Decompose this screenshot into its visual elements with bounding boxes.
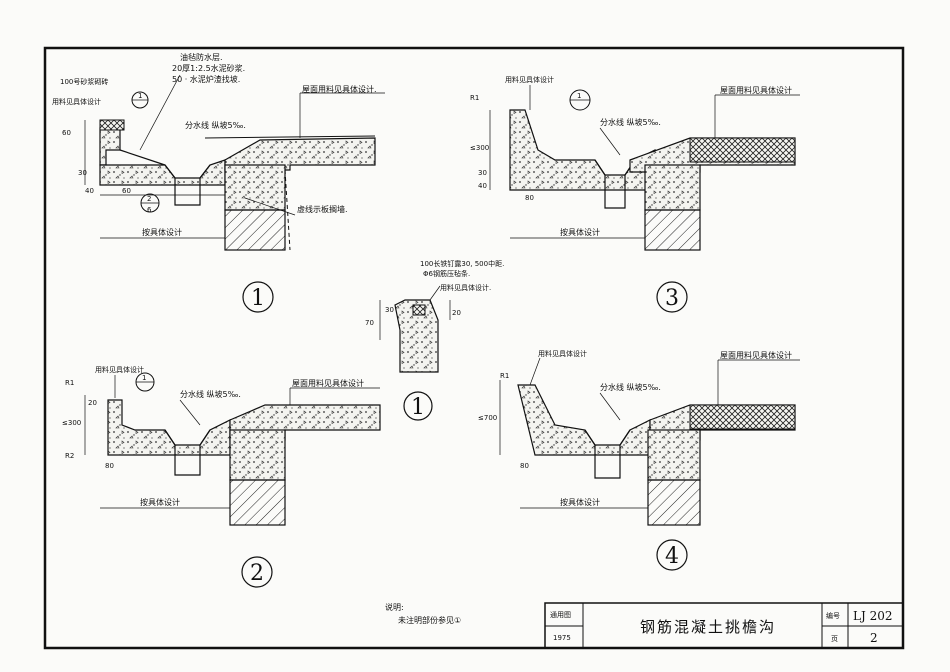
d4-dim-r1: R1 (500, 372, 509, 380)
d1-label-material: 用料见具体设计 (52, 97, 101, 106)
d2-dim-20: 20 (88, 399, 97, 407)
d4-label-material: 用料见具体设计 (538, 349, 587, 358)
d2-dim-r1: R1 (65, 379, 74, 387)
d4-label-roof: 屋面用料见具体设计 (720, 350, 792, 360)
center-dim-70: 70 (365, 319, 374, 327)
d4-label-depth: 按具体设计 (560, 497, 600, 507)
d3-label-roof: 屋面用料见具体设计 (720, 85, 792, 95)
d3-dim-80: 80 (525, 194, 534, 202)
d1-label-depth: 按具体设计 (142, 227, 182, 237)
center-dim-30: 30 (385, 306, 394, 314)
d3-number-circle (656, 281, 688, 313)
d1-layer-3: 50 · 水泥炉渣找坡. (172, 74, 240, 84)
tb-label-general: 通用图 (550, 610, 571, 619)
d1-dim-60: 60 (62, 129, 71, 137)
detail-2: 用料见具体设计 分水线 纵坡5‰. 屋面用料见具体设计 按具体设计 R1 R2 … (62, 365, 381, 588)
tb-label-code: 编号 (826, 611, 840, 620)
d2-number-circle (241, 556, 273, 588)
d1-ref-bottom: 2 (147, 195, 151, 203)
center-label-bar: Φ6钢筋压毡条. (423, 269, 470, 278)
d3-dim-40: 40 (478, 182, 487, 190)
d1-number: 1 (251, 286, 265, 311)
d3-ref: 1 (577, 92, 581, 100)
d1-label-beam: 虚线示板搁墙. (297, 204, 348, 214)
d2-dim-r2: R2 (65, 452, 74, 460)
notes: 说明: 未注明部份参见① (385, 602, 461, 625)
center-number-circle (403, 391, 433, 421)
d1-layer-2: 20厚1:2.5水泥砂浆. (172, 63, 245, 73)
d1-dim-60b: 60 (122, 187, 131, 195)
tb-year: 1975 (553, 634, 571, 642)
tb-title: 钢筋混凝土挑檐沟 (640, 618, 776, 636)
d1-dim-40: 40 (85, 187, 94, 195)
d3-number: 3 (665, 286, 679, 311)
sheet-border (43, 46, 905, 650)
d3-label-material: 用料见具体设计 (505, 75, 554, 84)
notes-heading: 说明: (385, 602, 404, 612)
d4-number-circle (656, 539, 688, 571)
d2-label-roof: 屋面用料见具体设计 (292, 378, 364, 388)
d4-dim-80: 80 (520, 462, 529, 470)
d2-ref: 1 (142, 374, 146, 382)
d1-label-roof: 屋面用料见具体设计. (302, 84, 377, 94)
d1-ref-bottom-sub: 6 (147, 206, 152, 214)
d2-dim-le: ≤300 (62, 419, 81, 427)
d3-dim-r1: R1 (470, 94, 479, 102)
d1-label-sand: 100号砂浆砌砖 (60, 77, 108, 86)
detail-center: 100长铁钉露30, 500中距. Φ6钢筋压毡条. 用料见具体设计. 70 3… (365, 259, 504, 421)
d1-label-slope: 分水线 纵坡5‰. (185, 120, 246, 130)
d2-dim-80: 80 (105, 462, 114, 470)
d1-ref-top: 1 (138, 92, 142, 100)
center-label-material: 用料见具体设计. (440, 283, 491, 292)
d4-label-slope: 分水线 纵坡5‰. (600, 382, 661, 392)
d4-dim-le: ≤700 (478, 414, 497, 422)
center-dim-20: 20 (452, 309, 461, 317)
d3-dim-le: ≤300 (470, 144, 489, 152)
center-number: 1 (411, 395, 425, 420)
d1-layer-1: 油毡防水层. (180, 52, 223, 62)
detail-1: 油毡防水层. 20厚1:2.5水泥砂浆. 50 · 水泥炉渣找坡. 100号砂浆… (52, 52, 385, 313)
d1-number-circle (242, 281, 274, 313)
d4-number: 4 (665, 544, 679, 569)
tb-page: 2 (870, 631, 878, 645)
title-block: 通用图 1975 钢筋混凝土挑檐沟 编号 LJ 202 页 2 (544, 602, 904, 649)
d3-label-depth: 按具体设计 (560, 227, 600, 237)
detail-3: 用料见具体设计 屋面用料见具体设计 分水线 纵坡5‰. 按具体设计 R1 ≤30… (470, 75, 800, 313)
center-label-nail: 100长铁钉露30, 500中距. (420, 259, 504, 268)
d2-label-material: 用料见具体设计 (95, 365, 144, 374)
d3-label-slope: 分水线 纵坡5‰. (600, 117, 661, 127)
d2-number: 2 (250, 561, 264, 586)
tb-code: LJ 202 (853, 609, 893, 623)
d2-label-depth: 按具体设计 (140, 497, 180, 507)
d2-label-slope: 分水线 纵坡5‰. (180, 389, 241, 399)
detail-4: 用料见具体设计 屋面用料见具体设计 分水线 纵坡5‰. 按具体设计 R1 ≤70… (478, 349, 800, 571)
d1-dim-30: 30 (78, 169, 87, 177)
tb-label-page: 页 (831, 635, 838, 643)
notes-text: 未注明部份参见① (398, 615, 461, 625)
d3-dim-30: 30 (478, 169, 487, 177)
